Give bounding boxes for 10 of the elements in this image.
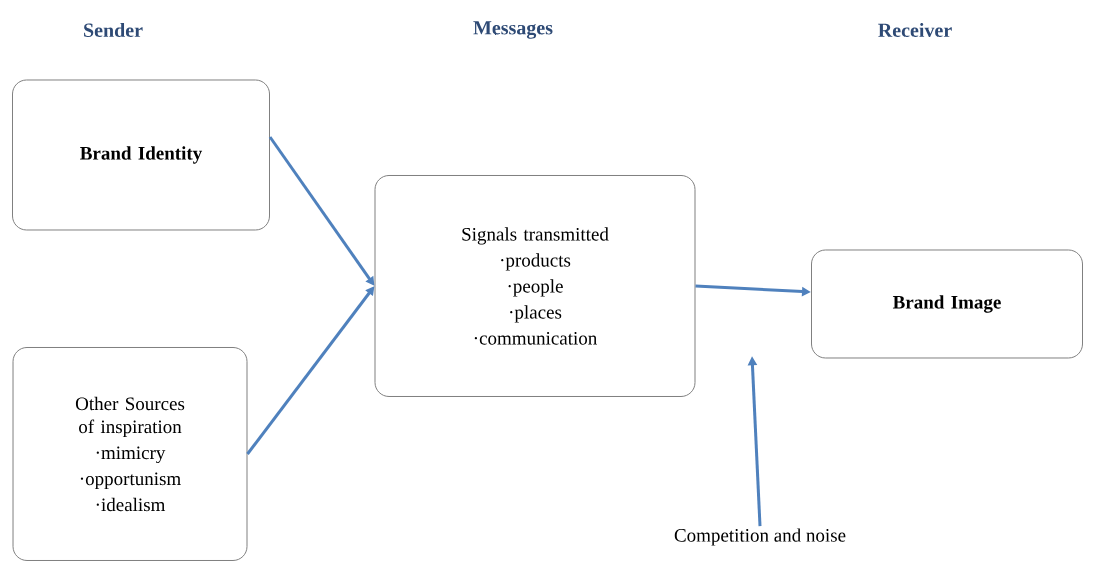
process-box: Brand Image: [811, 249, 1083, 359]
arrow: [246, 286, 375, 455]
column-heading: Sender: [84, 22, 143, 38]
process-box: Signals transmitted ·products ·people ·places ·communication: [374, 175, 696, 397]
column-heading: Receiver: [878, 22, 952, 38]
caption-text: Competition and noise: [674, 528, 846, 546]
process-box: Other Sources of inspiration ·mimicry ·opportunism ·idealism: [12, 347, 248, 561]
process-box: Brand Identity: [12, 79, 270, 231]
column-heading: Messages: [473, 21, 553, 39]
arrow: [268, 136, 375, 286]
